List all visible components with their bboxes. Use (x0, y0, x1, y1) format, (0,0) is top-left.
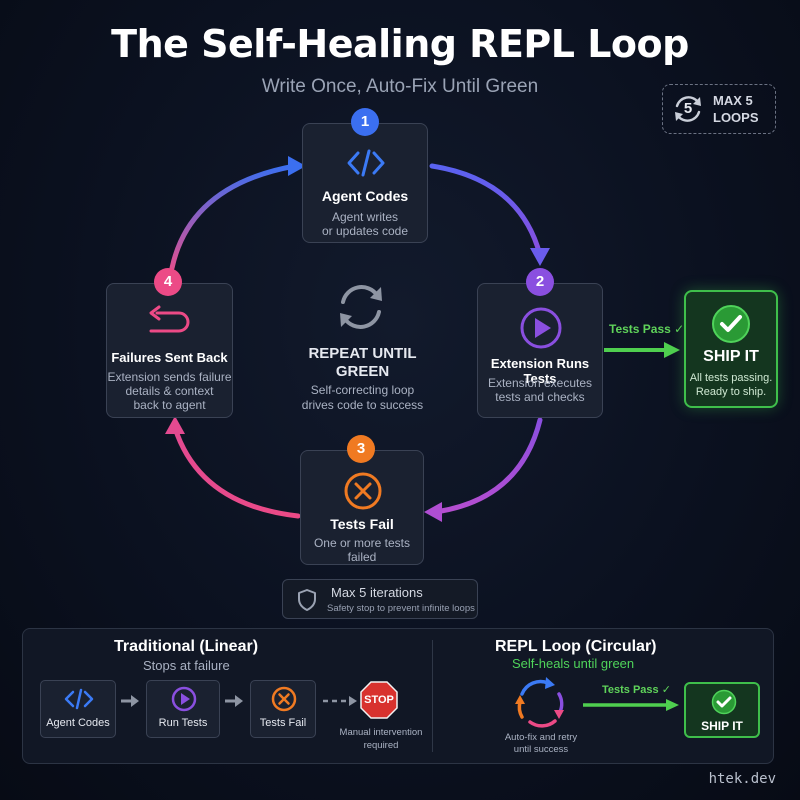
arrow-right-icon (121, 695, 139, 707)
mini-card-label: Tests Fail (259, 717, 307, 729)
mini-card-run-tests: Run Tests (146, 680, 220, 738)
x-circle-icon (271, 686, 297, 712)
step-desc-line2: details & context (125, 384, 214, 398)
auto-fix-line2: until success (513, 744, 569, 755)
safety-title: Max 5 iterations (331, 585, 423, 600)
step-desc-line3: back to agent (133, 398, 206, 412)
green-arrow-icon (583, 699, 679, 711)
stop-sign-icon: STOP (360, 681, 398, 719)
center-title-line1: REPEAT UNTIL (308, 345, 417, 362)
max-loops-line1: MAX 5 (713, 93, 753, 108)
center-title-line2: GREEN (335, 363, 390, 380)
step-number-badge-3: 3 (347, 435, 375, 463)
page-title: The Self-Healing REPL Loop (111, 22, 689, 66)
traditional-title: Traditional (Linear) (114, 638, 259, 655)
center-desc-line1: Self-correcting loop (310, 383, 415, 397)
traditional-subtitle: Stops at failure (143, 658, 230, 673)
step-number-badge-2: 2 (526, 268, 554, 296)
code-icon (347, 149, 385, 177)
cycle-icon: 5 (671, 92, 705, 126)
mini-ship-it-card: SHIP IT (684, 682, 760, 738)
step-desc-line1: Extension executes (487, 376, 593, 390)
ship-it-label: SHIP IT (703, 348, 759, 365)
mini-card-label: Run Tests (158, 717, 208, 729)
dashed-arrow-icon (323, 696, 357, 706)
repl-title: REPL Loop (Circular) (495, 638, 657, 655)
step-label: Tests Fail (330, 516, 394, 532)
stop-sign-label: STOP (364, 694, 394, 706)
mini-tests-pass-label: Tests Pass ✓ (602, 684, 671, 696)
manual-note-line2: required (363, 740, 399, 751)
mini-card-agent-codes: Agent Codes (40, 680, 116, 738)
play-icon (171, 686, 197, 712)
repl-subtitle: Self-heals until green (512, 656, 635, 671)
check-circle-icon (712, 305, 750, 343)
safety-stop-box: Max 5 iterations Safety stop to prevent … (282, 579, 478, 619)
step-desc-line1: One or more tests (313, 536, 411, 550)
manual-note-line1: Manual intervention (339, 727, 423, 738)
step-desc-line2: tests and checks (495, 390, 585, 404)
auto-fix-note: Auto-fix and retry until success (486, 732, 596, 756)
max-loops-number: 5 (683, 100, 693, 117)
center-desc: Self-correcting loop drives code to succ… (290, 383, 435, 413)
center-desc-line2: drives code to success (301, 398, 424, 412)
refresh-icon (340, 285, 382, 329)
footer-brand: htek.dev (708, 771, 776, 787)
step-number-badge-1: 1 (351, 108, 379, 136)
step-desc-line1: Extension sends failure (107, 370, 232, 384)
step-card-agent-codes: Agent Codes Agent writes or updates code (302, 123, 428, 243)
step-label: Extension Runs Tests (490, 356, 590, 386)
step-number-badge-4: 4 (154, 268, 182, 296)
ship-it-card: SHIP IT All tests passing. Ready to ship… (684, 290, 778, 408)
code-icon (64, 688, 94, 710)
check-circle-icon (711, 689, 737, 715)
ship-it-desc-line2: Ready to ship. (695, 386, 767, 398)
step-label: Failures Sent Back (111, 350, 228, 365)
mini-card-label: Agent Codes (46, 717, 110, 729)
safety-desc: Safety stop to prevent infinite loops (327, 603, 475, 614)
ship-it-desc-line1: All tests passing. (689, 372, 773, 384)
max-loops-badge: 5 MAX 5 LOOPS (662, 84, 776, 134)
x-circle-icon (344, 472, 382, 510)
circular-arrows-icon (515, 677, 564, 728)
auto-fix-line1: Auto-fix and retry (504, 732, 578, 743)
mini-ship-it-label: SHIP IT (701, 719, 743, 733)
step-desc-line2: failed (347, 550, 377, 564)
step-label: Agent Codes (321, 188, 409, 204)
manual-intervention-note: Manual intervention required (334, 726, 428, 752)
step-desc-line1: Agent writes (331, 210, 399, 224)
step-card-tests-fail: Tests Fail One or more tests failed (300, 450, 424, 565)
mini-card-tests-fail: Tests Fail (250, 680, 316, 738)
center-title: REPEAT UNTIL GREEN (290, 345, 435, 381)
shield-icon (298, 589, 316, 611)
return-arrow-icon (149, 305, 190, 333)
comparison-divider (432, 640, 433, 752)
tests-pass-label: Tests Pass ✓ (609, 322, 685, 336)
max-loops-line2: LOOPS (713, 110, 759, 125)
step-desc-line2: or updates code (321, 224, 409, 238)
arrow-right-icon (225, 695, 243, 707)
page-subtitle: Write Once, Auto-Fix Until Green (261, 76, 539, 97)
step-card-extension-runs-tests: Extension Runs Tests Extension executes … (477, 283, 603, 418)
play-icon (520, 307, 562, 349)
step-card-failures-sent-back: Failures Sent Back Extension sends failu… (106, 283, 233, 418)
